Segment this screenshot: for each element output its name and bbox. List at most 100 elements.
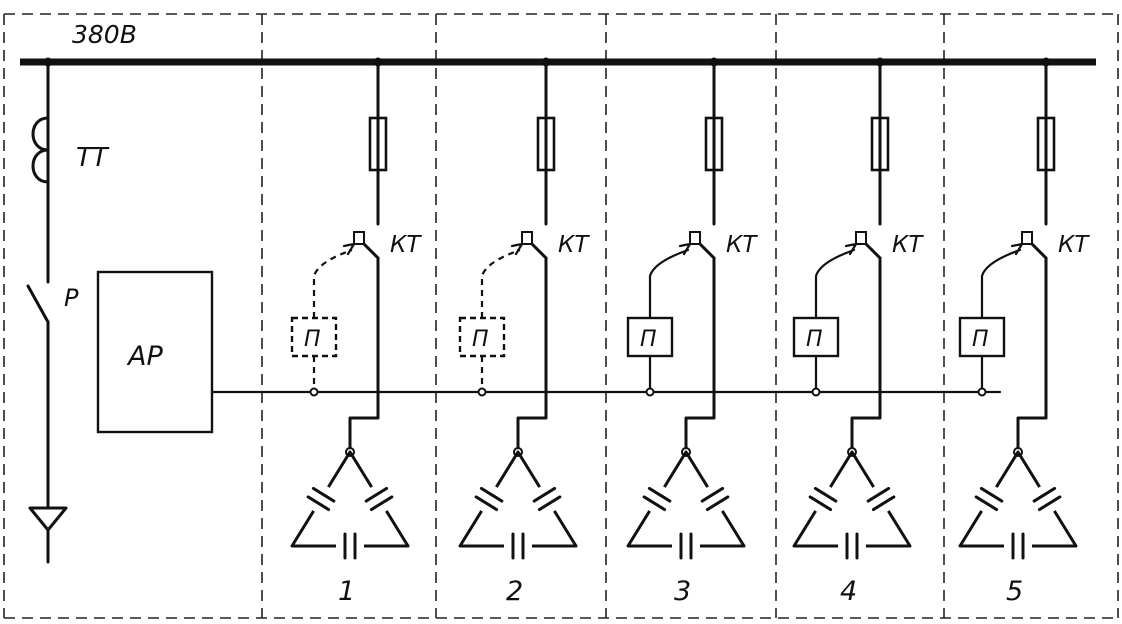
load-wire <box>684 256 716 450</box>
capacitor-gap <box>861 479 901 519</box>
capacitor-left <box>803 479 843 519</box>
contactor-head <box>1021 231 1033 245</box>
capacitor-right <box>359 479 399 519</box>
capacitor-gap <box>336 532 364 560</box>
capacitor-gap <box>838 532 866 560</box>
load-wire <box>516 256 548 450</box>
contactor-head <box>353 231 365 245</box>
capacitor-right <box>1027 479 1067 519</box>
capacitor-left <box>637 479 677 519</box>
drive-link <box>648 248 690 320</box>
capacitor-plate <box>974 495 999 512</box>
load-wire <box>850 256 882 450</box>
control-node <box>977 387 987 397</box>
capacitor-bottom <box>504 532 532 560</box>
capacitor-gap <box>359 479 399 519</box>
capacitor-gap <box>1004 532 1032 560</box>
capacitor-gap <box>1027 479 1067 519</box>
capacitor-gap <box>469 479 509 519</box>
capacitor-plate <box>479 486 504 503</box>
capacitor-plate <box>871 495 896 512</box>
switch-label: Р <box>64 284 79 312</box>
capacitor-bottom <box>336 532 364 560</box>
drive-link <box>980 248 1022 320</box>
capacitor-plate <box>474 495 499 512</box>
capacitor-right <box>695 479 735 519</box>
capacitor-plate <box>364 486 389 503</box>
bus-voltage-label: 380B <box>72 20 137 49</box>
capacitor-plate <box>537 495 562 512</box>
section-5: КТ П 5 <box>958 57 1090 607</box>
contactor-head <box>855 231 867 245</box>
capacitor-left <box>469 479 509 519</box>
capacitor-plate <box>311 486 336 503</box>
starter-label: П <box>972 327 989 352</box>
switch-blade <box>26 284 50 324</box>
regulator-box <box>96 270 214 434</box>
drive-arrow <box>844 242 858 256</box>
contactor-label: КТ <box>1058 232 1090 258</box>
section-number: 2 <box>506 576 523 607</box>
capacitor-gap <box>672 532 700 560</box>
capacitor-bottom <box>1004 532 1032 560</box>
capacitor-gap <box>969 479 1009 519</box>
control-node <box>477 387 487 397</box>
capacitor-right <box>527 479 567 519</box>
capacitor-sections: КТ П 1 КТ П 2 КТ П 3 КТ П 4 КТ П 5 <box>290 57 1090 607</box>
contactor-head <box>689 231 701 245</box>
drive-link <box>480 248 521 318</box>
section-4: КТ П 4 <box>792 57 924 607</box>
regulator-label: АР <box>126 341 163 372</box>
drive-arrow <box>1010 242 1024 256</box>
capacitor-gap <box>504 532 532 560</box>
ground-symbol <box>28 506 68 532</box>
load-wire <box>348 256 380 450</box>
starter-label: П <box>640 327 657 352</box>
capacitor-plate <box>642 495 667 512</box>
contactor-label: КТ <box>892 232 924 258</box>
starter-label: П <box>304 327 321 352</box>
control-node <box>309 387 319 397</box>
capacitor-plate <box>369 495 394 512</box>
starter-box <box>290 316 338 358</box>
incoming-feeder <box>26 60 68 564</box>
section-number: 4 <box>840 576 857 607</box>
contactor-label: КТ <box>726 232 758 258</box>
starter-label: П <box>806 327 823 352</box>
capacitor-plate <box>808 495 833 512</box>
capacitor-bottom <box>672 532 700 560</box>
starter-box <box>792 316 840 358</box>
section-1: КТ П 1 <box>290 57 422 607</box>
drive-link <box>312 248 353 318</box>
control-node <box>811 387 821 397</box>
capacitor-bottom <box>838 532 866 560</box>
section-3: КТ П 3 <box>626 57 758 607</box>
contactor-head <box>521 231 533 245</box>
capacitor-gap <box>301 479 341 519</box>
contactor-label: КТ <box>558 232 590 258</box>
drive-arrow <box>342 242 356 256</box>
drive-arrow <box>678 242 692 256</box>
contactor-label: КТ <box>390 232 422 258</box>
section-number: 3 <box>674 576 691 607</box>
starter-label: П <box>472 327 489 352</box>
capacitor-plate <box>647 486 672 503</box>
capacitor-plate <box>866 486 891 503</box>
load-wire <box>1016 256 1048 450</box>
capacitor-plate <box>1032 486 1057 503</box>
capacitor-plate <box>700 486 725 503</box>
starter-box <box>626 316 674 358</box>
current-transformer-coil <box>31 116 50 184</box>
capacitor-plate <box>979 486 1004 503</box>
capacitor-plate <box>1037 495 1062 512</box>
control-node <box>645 387 655 397</box>
capacitor-left <box>969 479 1009 519</box>
current-transformer-label: ТТ <box>76 143 110 173</box>
section-number: 1 <box>338 576 355 607</box>
capacitor-left <box>301 479 341 519</box>
section-number: 5 <box>1006 576 1023 607</box>
capacitor-plate <box>306 495 331 512</box>
capacitor-gap <box>695 479 735 519</box>
section-2: КТ П 2 <box>458 57 590 607</box>
